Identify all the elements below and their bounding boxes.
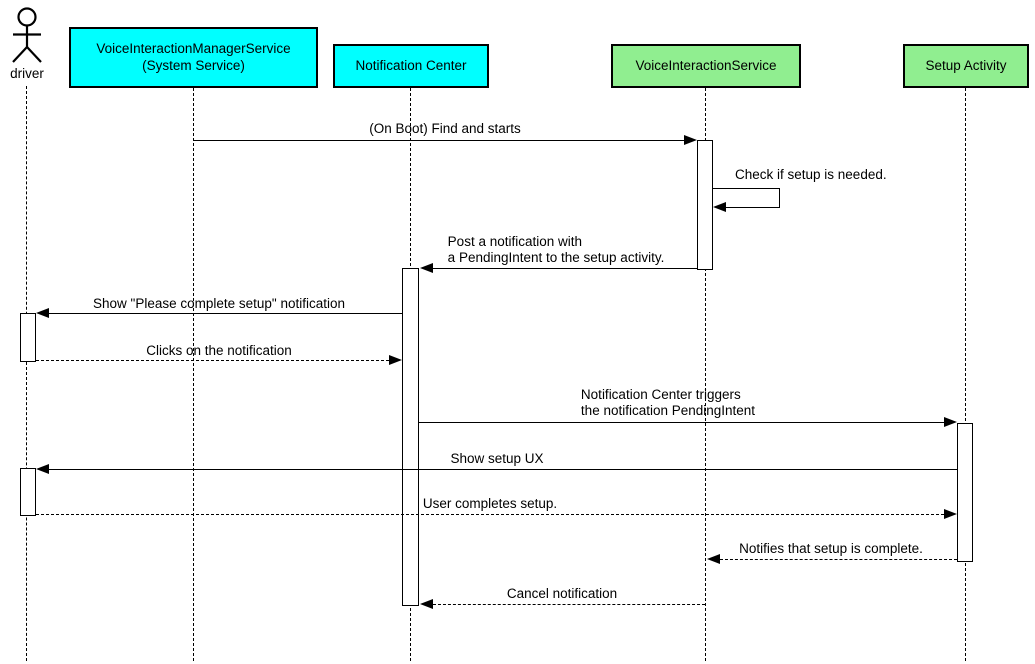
message-label: Cancel notification [506,586,618,601]
self-message-side-line [779,188,780,208]
participant-label: Notification Center [355,57,467,73]
actor-icon [12,7,42,63]
self-message-top-line [713,188,780,189]
message-label: Notifies that setup is complete. [739,541,923,556]
message-line [433,268,697,269]
message-line [194,140,685,141]
participant-label: VoiceInteractionService [635,57,777,73]
message-label: User completes setup. [422,496,558,511]
activation-setup-activity [957,423,973,562]
participant-voice-interaction-service: VoiceInteractionService [611,44,801,88]
message-line [433,604,705,605]
message-line [36,514,944,515]
arrowhead-right-icon [944,417,957,427]
message-label: Check if setup is needed. [735,167,887,182]
lifeline-voice-interaction-service [705,88,706,661]
message-label: Show "Please complete setup" notificatio… [93,296,345,311]
arrowhead-left-icon [420,263,433,273]
arrowhead-left-icon [713,202,726,212]
message-line [36,360,389,361]
message-label: Post a notification with a PendingIntent… [447,234,665,265]
participant-label: Setup Activity [925,57,1007,73]
lifeline-driver [26,86,27,661]
message-line [419,422,944,423]
arrowhead-left-icon [707,554,720,564]
message-label: (On Boot) Find and starts [369,121,521,136]
actor-label: driver [10,66,44,81]
arrowhead-left-icon [420,599,433,609]
arrowhead-right-icon [684,135,697,145]
message-label: Show setup UX [450,451,544,466]
activation-voice-interaction-service [697,140,713,270]
lifeline-voice-interaction-manager-service [193,88,194,661]
arrowhead-right-icon [944,509,957,519]
self-message-bottom-line [726,207,780,208]
message-line [720,559,957,560]
activation-driver-1 [20,313,36,362]
participant-voice-interaction-manager-service: VoiceInteractionManagerService (System S… [69,27,318,88]
arrowhead-left-icon [36,308,49,318]
lifeline-setup-activity [965,88,966,661]
message-label: Clicks on the notification [146,343,292,358]
activation-notification-center [402,268,419,606]
message-label: Notification Center triggers the notific… [580,387,756,418]
arrowhead-right-icon [389,355,402,365]
participant-setup-activity: Setup Activity [903,44,1029,88]
arrowhead-left-icon [36,464,49,474]
activation-driver-2 [20,468,36,516]
participant-label: VoiceInteractionManagerService (System S… [96,40,291,73]
participant-notification-center: Notification Center [333,44,489,88]
message-line [49,469,957,470]
message-line [49,313,402,314]
